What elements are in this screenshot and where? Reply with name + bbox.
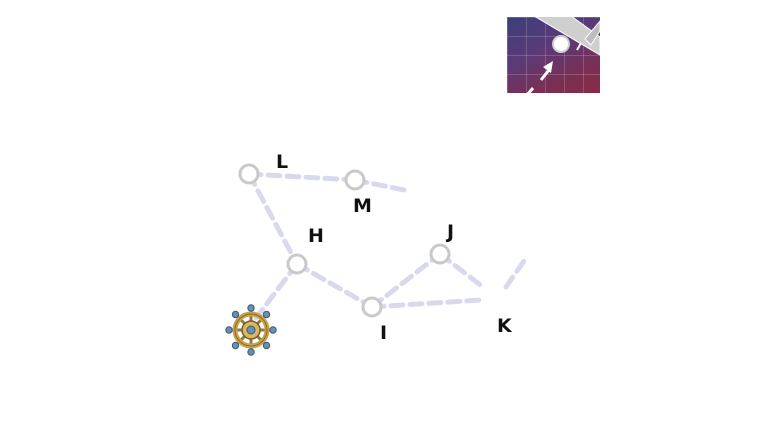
node-label-H: H (308, 225, 324, 247)
location-marker-icon (552, 35, 570, 53)
aircraft-icon (534, 17, 600, 56)
route-lines (246, 171, 529, 321)
node-label-J: J (445, 221, 454, 243)
route-L-H (246, 171, 300, 267)
route-L-M (246, 171, 358, 183)
node-label-K: K (497, 315, 513, 337)
arrow-icon (526, 61, 553, 93)
node-I[interactable] (361, 296, 383, 318)
node-label-L: L (276, 151, 288, 173)
route-I-K (369, 297, 483, 310)
node-J[interactable] (429, 243, 451, 265)
ship-wheel-icon[interactable] (225, 304, 277, 356)
node-M[interactable] (344, 169, 366, 191)
route-H-I (294, 261, 375, 310)
node-label-M: M (353, 195, 372, 217)
node-label-I: I (380, 322, 387, 344)
node-H[interactable] (286, 253, 308, 275)
minimap[interactable] (507, 17, 600, 93)
route-I-J (369, 251, 443, 310)
route-K-out (503, 255, 529, 290)
route-H-ship (253, 261, 300, 321)
node-L[interactable] (238, 163, 260, 185)
minimap-overlay (526, 17, 600, 93)
